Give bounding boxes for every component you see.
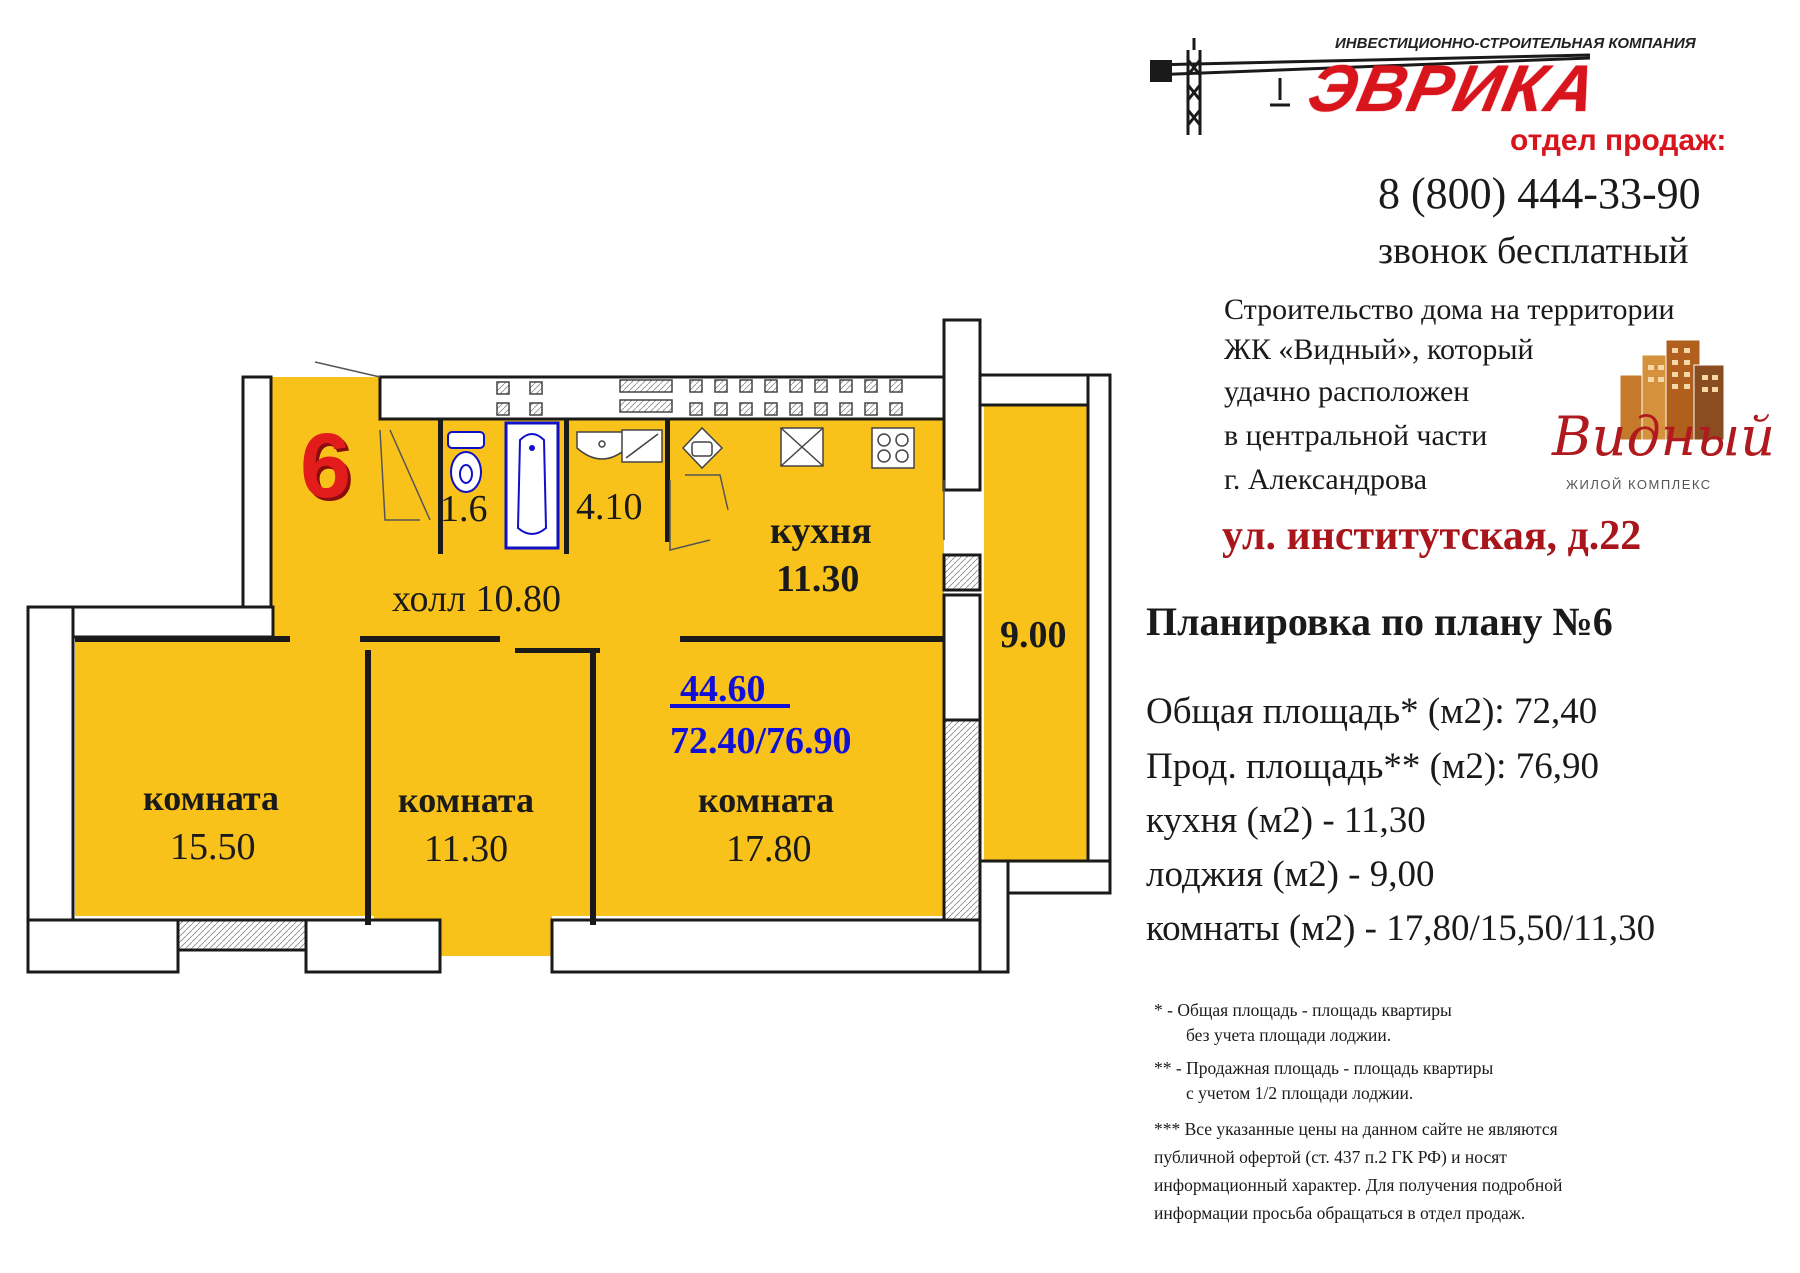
room3-area: 17.80 [726, 828, 812, 870]
hall-name: холл [392, 578, 466, 620]
doors [314, 361, 945, 551]
plan-title: Планировка по плану №6 [1146, 599, 1613, 644]
room1-name: комната [143, 778, 280, 818]
description-line-3: удачно расположен [1224, 375, 1470, 408]
walls [26, 318, 1112, 974]
note-3-line-4: информации просьба обращаться в отдел пр… [1154, 1203, 1526, 1223]
room1-area: 15.50 [170, 826, 256, 868]
floor-plan [26, 318, 1112, 974]
loggia-area: 9.00 [1000, 614, 1067, 656]
brand-tagline: ИНВЕСТИЦИОННО-СТРОИТЕЛЬНАЯ КОМПАНИЯ [1335, 35, 1696, 52]
complex-name: Видный [1552, 405, 1776, 468]
note-2-line-2: с учетом 1/2 площади лоджии. [1186, 1083, 1414, 1103]
complex-subtitle: ЖИЛОЙ КОМПЛЕКС [1566, 477, 1712, 492]
spec-kitchen: кухня (м2) - 11,30 [1146, 800, 1426, 841]
kitchen-area: 11.30 [776, 558, 860, 600]
note-3-line-2: публичной офертой (ст. 437 п.2 ГК РФ) и … [1154, 1147, 1507, 1167]
crane-logo-icon [1150, 38, 1591, 135]
bathtub-icon [504, 421, 560, 550]
fridge-icon [780, 427, 824, 467]
description-line-1: Строительство дома на территории [1224, 293, 1675, 326]
room2-name: комната [398, 780, 535, 820]
spec-rooms: комнаты (м2) - 17,80/15,50/11,30 [1146, 908, 1656, 949]
stove-icon [871, 427, 915, 469]
phone-note: звонок бесплатный [1378, 230, 1689, 272]
address: ул. институтская, д.22 [1222, 513, 1642, 559]
note-1-line-1: * - Общая площадь - площадь квартиры [1154, 1000, 1452, 1020]
total-area: 72.40/76.90 [670, 720, 852, 762]
kitchen-sink-icon [681, 426, 724, 470]
description-line-4: в центральной части [1224, 419, 1488, 452]
note-3-line-1: *** Все указанные цены на данном сайте н… [1154, 1119, 1558, 1139]
note-2-line-1: ** - Продажная площадь - площадь квартир… [1154, 1058, 1494, 1078]
description-line-2: ЖК «Видный», который [1224, 333, 1534, 366]
toilet-icon [447, 431, 485, 493]
phone-number[interactable]: 8 (800) 444-33-90 [1378, 169, 1701, 218]
hall-label: холл 10.80 [392, 580, 561, 618]
description-line-5: г. Александрова [1224, 463, 1428, 496]
floor-area [75, 377, 1088, 956]
spec-total-area: Общая площадь* (м2): 72,40 [1146, 691, 1598, 732]
room3-name: комната [698, 780, 835, 820]
kitchen-name: кухня [770, 510, 872, 552]
bathroom-area: 4.10 [576, 486, 643, 528]
room2-area: 11.30 [424, 828, 509, 870]
note-1-line-2: без учета площади лоджии. [1186, 1025, 1392, 1045]
toilet-area: 1.6 [440, 488, 488, 530]
ventilation-stack [496, 379, 903, 416]
sales-label: отдел продаж: [1510, 124, 1727, 157]
hall-area: 10.80 [475, 578, 561, 620]
spec-sale-area: Прод. площадь** (м2): 76,90 [1146, 746, 1599, 787]
buildings-logo-icon [1620, 340, 1725, 440]
living-area: 44.60 [680, 668, 766, 710]
spec-loggia: лоджия (м2) - 9,00 [1146, 854, 1435, 895]
washing-machine-icon [621, 429, 663, 463]
apartment-number: 6 [300, 415, 352, 517]
brand-name: ЭВРИКА [1302, 51, 1605, 125]
note-3-line-3: информационный характер. Для получения п… [1154, 1175, 1563, 1195]
